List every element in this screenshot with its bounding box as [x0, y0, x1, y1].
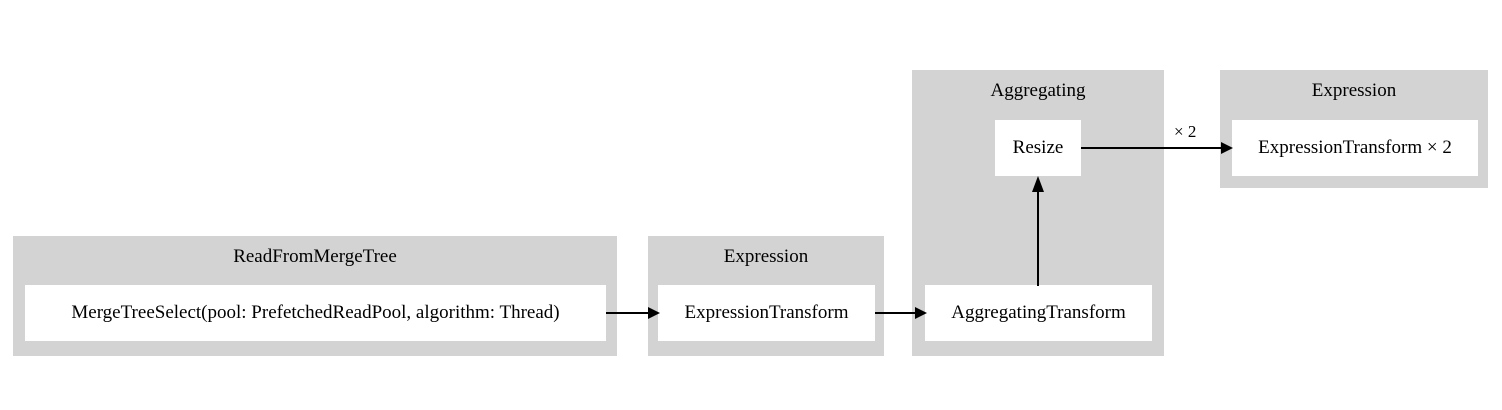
edge-expression-transform-1-to-aggregating-transform: [875, 303, 927, 323]
node-aggregating-transform[interactable]: AggregatingTransform: [925, 285, 1152, 341]
edge-label-resize-to-expression-transform-2: × 2: [1174, 122, 1197, 141]
edge-resize-to-expression-transform-2: [1081, 138, 1233, 158]
edge-merge-tree-select-to-expression-transform-1: [606, 303, 660, 323]
node-expression-transform-1[interactable]: ExpressionTransform: [658, 285, 875, 341]
cluster-title-expression-2: Expression: [1311, 80, 1397, 101]
cluster-title-read-from-merge-tree: ReadFromMergeTree: [233, 246, 397, 267]
cluster-title-expression-1: Expression: [723, 246, 809, 267]
cluster-title-aggregating: Aggregating: [990, 80, 1086, 101]
node-expression-transform-2[interactable]: ExpressionTransform × 2: [1232, 120, 1478, 176]
edge-aggregating-transform-to-resize: [1028, 176, 1048, 286]
node-merge-tree-select[interactable]: MergeTreeSelect(pool: PrefetchedReadPool…: [25, 285, 606, 341]
node-resize[interactable]: Resize: [995, 120, 1081, 176]
